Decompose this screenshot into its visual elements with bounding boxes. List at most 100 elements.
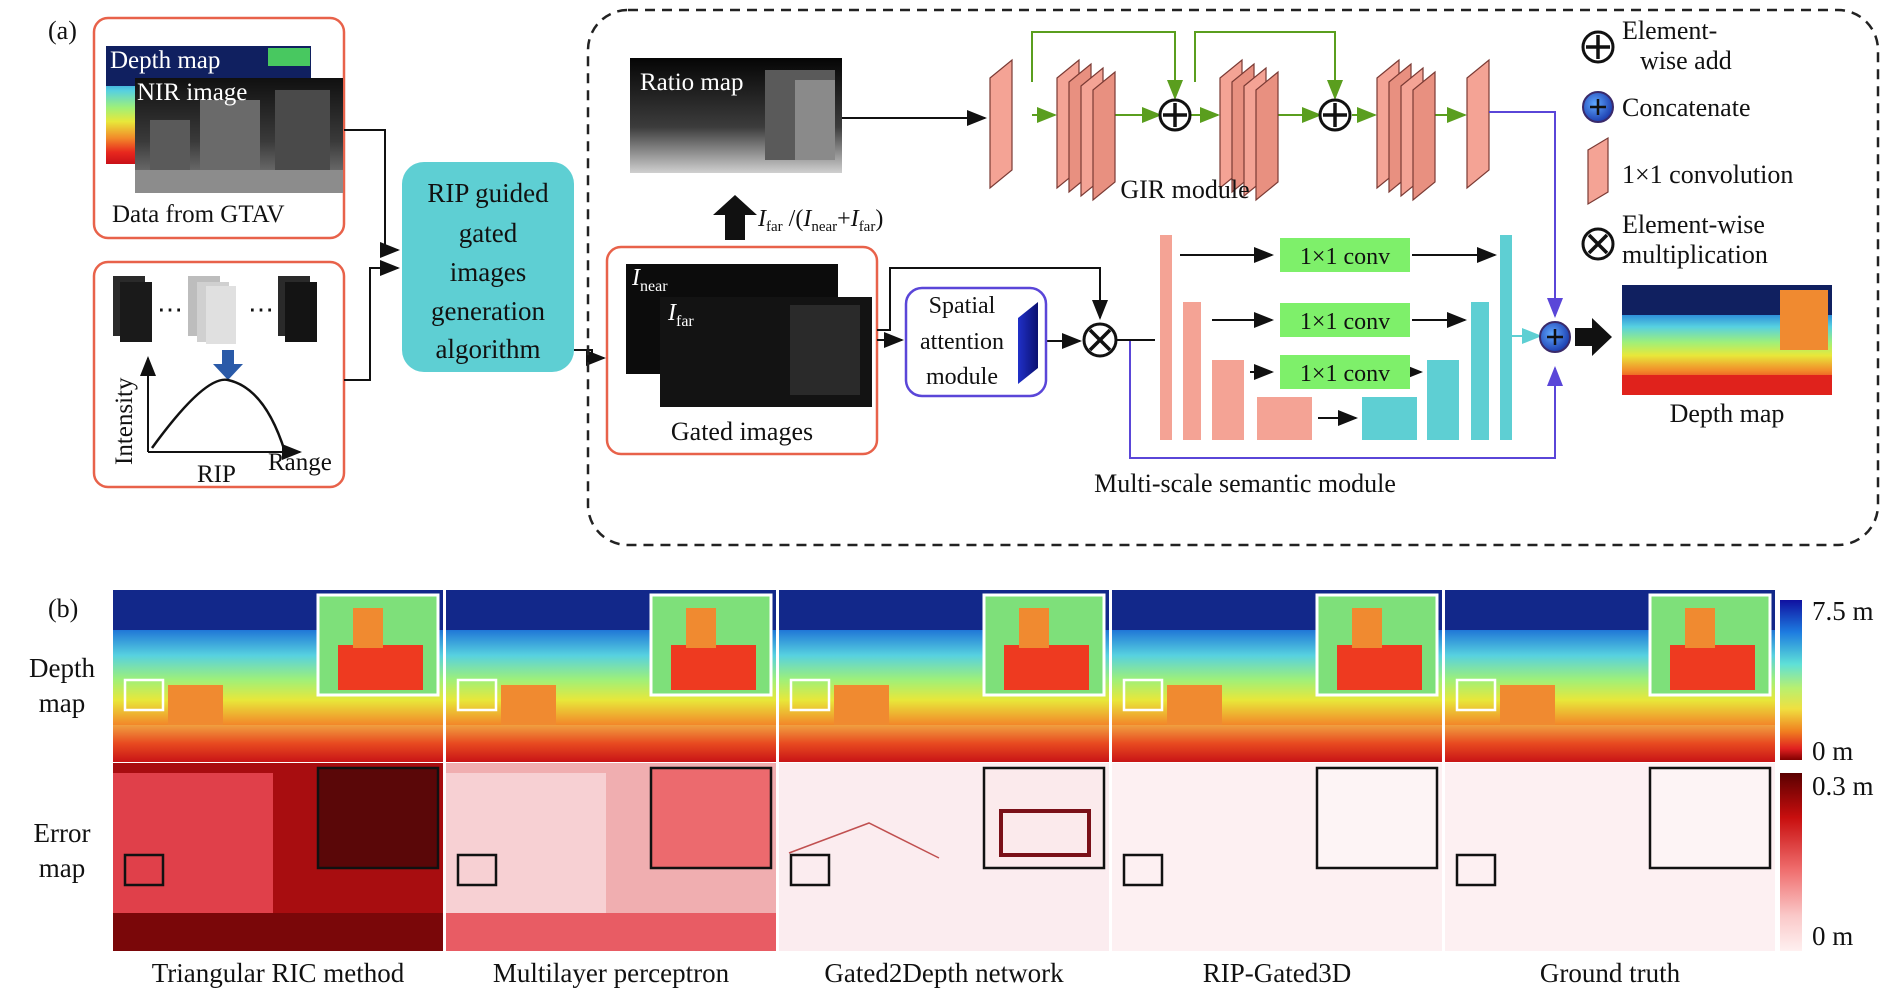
- algorithm-to-gated-arrow: [574, 349, 606, 366]
- error-colorbar: [1780, 773, 1802, 951]
- gated-caption: Gated images: [671, 417, 813, 446]
- conv-box-3: [1280, 355, 1410, 389]
- conv-label-1: 1×1 conv: [1300, 244, 1390, 270]
- rip-box: ⋯ ⋯ Intensity Range RIP: [92, 260, 346, 489]
- decoder-bar-2: [1471, 302, 1489, 440]
- up-arrow-icon: [713, 195, 757, 240]
- legend-add-line-2: wise add: [1640, 46, 1732, 75]
- row-label-error-1: Error: [34, 818, 91, 848]
- encoder-bar-3: [1212, 360, 1244, 440]
- legend-concat-label: Concatenate: [1622, 93, 1751, 122]
- error-map-thumbnail: [113, 763, 443, 951]
- rip-guided-algorithm-box: RIP guided gated images generation algor…: [402, 162, 574, 372]
- concatenate-op: [1539, 321, 1571, 353]
- gated-near-symbol: Inear: [631, 265, 668, 295]
- algorithm-line-1: RIP guided: [427, 178, 549, 208]
- panel-b-label: (b): [48, 594, 78, 623]
- legend: Element- wise add Concatenate 1×1 convol…: [1581, 16, 1793, 269]
- legend-conv-icon: [1587, 136, 1609, 206]
- rip-frame-1: [113, 276, 152, 342]
- rip-curve: [150, 378, 287, 453]
- gtav-data-box: Depth map NIR image Data from GTAV: [92, 16, 346, 240]
- rip-dots-1: ⋯: [157, 295, 183, 324]
- depth-scale-max: 7.5 m: [1812, 596, 1874, 626]
- gir-caption: GIR module: [1120, 175, 1249, 204]
- decoder-bar-1: [1500, 235, 1512, 440]
- method-caption: Multilayer perceptron: [493, 958, 730, 988]
- rip-ylabel: Intensity: [111, 377, 138, 465]
- rip-frame-3: [278, 276, 317, 342]
- gated-far-symbol: Ifar: [667, 300, 694, 330]
- spatial-line-2: attention: [920, 329, 1004, 355]
- rip-caption: RIP: [197, 461, 236, 488]
- input-connectors: [344, 129, 400, 381]
- legend-add-icon: [1581, 30, 1615, 64]
- legend-multiply-icon: [1581, 227, 1615, 261]
- gated-flow-arrows: [877, 267, 1108, 349]
- spatial-attention-module: Spatial attention module: [904, 286, 1048, 398]
- gir-add-ops: [1158, 98, 1352, 132]
- method-column: RIP-Gated3D: [1112, 590, 1442, 988]
- row-label-depth-2: map: [39, 688, 86, 718]
- spatial-line-1: Spatial: [929, 293, 996, 319]
- method-caption: RIP-Gated3D: [1203, 958, 1351, 988]
- gir-conv-blocks: [989, 58, 1490, 202]
- error-map-thumbnail: [446, 763, 776, 951]
- method-column: Gated2Depth network: [779, 590, 1109, 988]
- error-map-thumbnail: [1445, 763, 1775, 951]
- gtav-depth-label: Depth map: [110, 47, 220, 74]
- multiply-op: [1082, 322, 1118, 358]
- legend-conv-label: 1×1 convolution: [1622, 160, 1793, 189]
- output-depth-map: [1622, 285, 1832, 395]
- gir-to-concat-arrow: [1489, 111, 1563, 318]
- method-column: Ground truth: [1445, 590, 1775, 988]
- spatial-line-3: module: [926, 364, 998, 390]
- method-caption: Gated2Depth network: [824, 958, 1064, 988]
- conv-label-3: 1×1 conv: [1300, 361, 1390, 387]
- conv-box-2: [1280, 303, 1410, 337]
- rip-dots-2: ⋯: [248, 295, 274, 324]
- error-map-thumbnail: [779, 763, 1109, 951]
- ratio-map-image: [630, 58, 842, 173]
- conv-label-2: 1×1 conv: [1300, 309, 1390, 335]
- network-dashed-container: [586, 8, 1880, 547]
- row-label-error-2: map: [39, 853, 86, 883]
- method-column: Triangular RIC method: [113, 590, 443, 988]
- depth-colorbar: [1780, 600, 1802, 760]
- depth-map-thumbnail: [1445, 590, 1775, 762]
- legend-add-line-1: Element-: [1622, 16, 1717, 45]
- method-caption: Triangular RIC method: [152, 958, 405, 988]
- panel-a-label: (a): [48, 16, 77, 45]
- legend-mult-line-1: Element-wise: [1622, 210, 1765, 239]
- down-arrow-icon: [213, 350, 243, 380]
- results-grid: Triangular RIC method Multilayer perceptr…: [113, 590, 1775, 988]
- algorithm-line-4: generation: [431, 296, 545, 326]
- gtav-nir-thumbnail: [135, 78, 343, 193]
- conv-box-1: [1280, 238, 1410, 272]
- algorithm-line-3: images: [450, 257, 526, 287]
- error-scale-max: 0.3 m: [1812, 771, 1874, 801]
- legend-concat-icon: [1582, 91, 1614, 123]
- rip-xlabel: Range: [268, 449, 332, 476]
- encoder-bar-2: [1183, 302, 1201, 440]
- output-caption: Depth map: [1670, 399, 1785, 428]
- error-scale-min: 0 m: [1812, 921, 1853, 951]
- algorithm-line-5: algorithm: [436, 334, 541, 364]
- gir-module: GIR module: [989, 31, 1490, 204]
- blue-conv-block: [1018, 302, 1038, 384]
- method-column: Multilayer perceptron: [446, 590, 776, 988]
- method-caption: Ground truth: [1540, 958, 1681, 988]
- gated-far-building: [790, 305, 860, 395]
- algorithm-line-2: gated: [459, 218, 518, 248]
- decoder-bar-3: [1427, 360, 1459, 440]
- gated-images-box: Inear Ifar Gated images: [605, 245, 879, 456]
- error-map-thumbnail: [1112, 763, 1442, 951]
- depth-map-thumbnail: [113, 590, 443, 762]
- gtav-caption: Data from GTAV: [112, 201, 285, 228]
- decoder-bar-4: [1362, 397, 1417, 440]
- output-arrow-icon: [1575, 318, 1612, 356]
- multiscale-semantic-module: 1×1 conv 1×1 conv 1×1 conv Multi-scale s…: [1094, 235, 1512, 498]
- depth-map-thumbnail: [446, 590, 776, 762]
- row-label-depth-1: Depth: [29, 653, 95, 683]
